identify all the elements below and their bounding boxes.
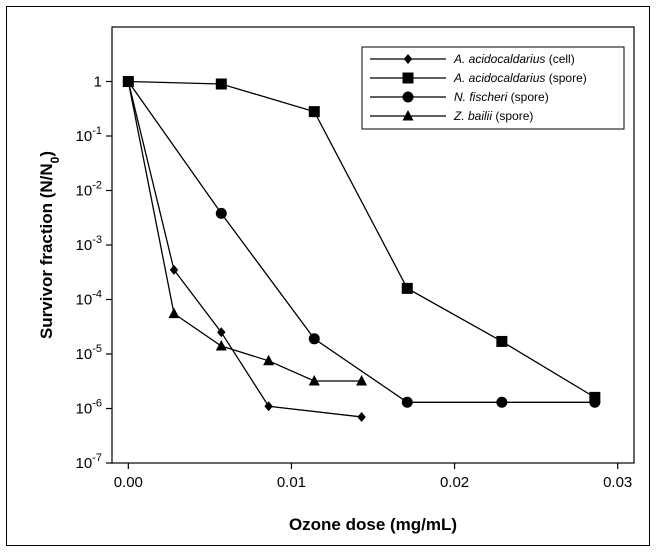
data-point [215,207,227,219]
series-line [127,81,595,403]
x-tick-label: 0.00 [114,474,143,491]
legend-item: N. fischeri (spore) [370,90,549,104]
y-tick-label: 10-5 [76,343,102,363]
data-point [496,335,508,347]
y-tick-exponent: -3 [92,234,102,246]
legend-item: A. acidocaldarius (spore) [370,71,587,85]
legend-label: N. fischeri (spore) [454,90,549,104]
data-point [264,401,273,412]
y-axis-title: Survivor fraction (N/N0) [37,151,62,339]
y-tick-label: 10-2 [76,180,102,200]
legend-marker [402,91,414,103]
series-line [127,81,362,382]
series-layer [122,75,601,422]
legend-label-species: A. acidocaldarius [453,52,545,66]
legend-label: A. acidocaldarius (cell) [453,52,575,66]
x-axis-title: Ozone dose (mg/mL) [289,515,457,534]
x-tick-label: 0.01 [277,474,306,491]
y-tick-label: 1 [94,74,102,91]
y-tick-base: 10 [76,401,93,418]
data-point [263,354,275,366]
y-tick-exponent: -4 [92,289,102,301]
legend-label-species: N. fischeri [454,90,508,104]
y-tick-label: 10-7 [76,452,102,472]
legend-label-type: (spore) [492,109,533,123]
data-point [169,264,179,275]
y-tick-label: 10-3 [76,234,102,254]
series-triangle [122,75,368,386]
legend-label: A. acidocaldarius (spore) [453,71,587,85]
y-tick-exponent: -6 [92,398,102,410]
y-tick-exponent: -7 [92,452,102,464]
legend-marker [403,54,413,64]
legend-marker [402,110,414,121]
data-point [496,396,508,408]
y-tick-base: 10 [76,183,93,200]
data-point [217,327,226,338]
legend-label-type: (cell) [545,52,574,66]
data-point [215,78,227,90]
data-point [122,75,134,86]
y-tick-label: 10-4 [76,289,102,309]
x-axis: 0.00 0.01 0.02 0.03 [114,463,632,491]
y-axis-title-sub: 0 [48,156,62,163]
legend-label-species: Z. bailii [453,109,492,123]
data-point [168,307,180,319]
x-tick-label: 0.03 [603,474,632,491]
data-point [357,411,366,422]
legend-label: Z. bailii (spore) [453,109,533,123]
y-tick-label: 10-6 [76,398,102,418]
data-point [589,396,601,408]
series-diamond [124,76,366,422]
legend: A. acidocaldarius (cell)A. acidocaldariu… [361,46,625,130]
chart-frame [6,6,650,546]
y-tick-base: 10 [76,292,93,309]
y-axis: 10-710-610-510-410-310-210-11 [76,74,112,472]
data-point [401,396,413,408]
data-point [308,333,320,345]
series-line [128,80,596,398]
data-point [401,282,413,294]
y-tick-exponent: -5 [92,343,102,355]
y-tick-base: 10 [76,346,93,363]
legend-marker [402,72,414,84]
data-point [356,374,368,386]
y-tick-exponent: -2 [92,180,102,192]
y-tick-base: 1 [94,74,102,91]
y-axis-title-close: ) [37,151,56,157]
legend-item: Z. bailii (spore) [370,109,533,123]
legend-label-type: (spore) [545,71,586,85]
y-tick-base: 10 [76,128,93,145]
legend-item: A. acidocaldarius (cell) [370,52,575,66]
y-tick-label: 10-1 [76,125,102,145]
data-point [308,374,320,386]
y-tick-base: 10 [76,455,93,472]
data-point [308,106,320,118]
x-tick-label: 0.02 [440,474,469,491]
legend-label-species: A. acidocaldarius [453,71,545,85]
legend-label-type: (spore) [507,90,548,104]
data-point [215,340,227,351]
y-tick-exponent: -1 [92,125,102,137]
y-axis-title-main: Survivor fraction (N/N [37,163,56,339]
y-tick-base: 10 [76,237,93,254]
